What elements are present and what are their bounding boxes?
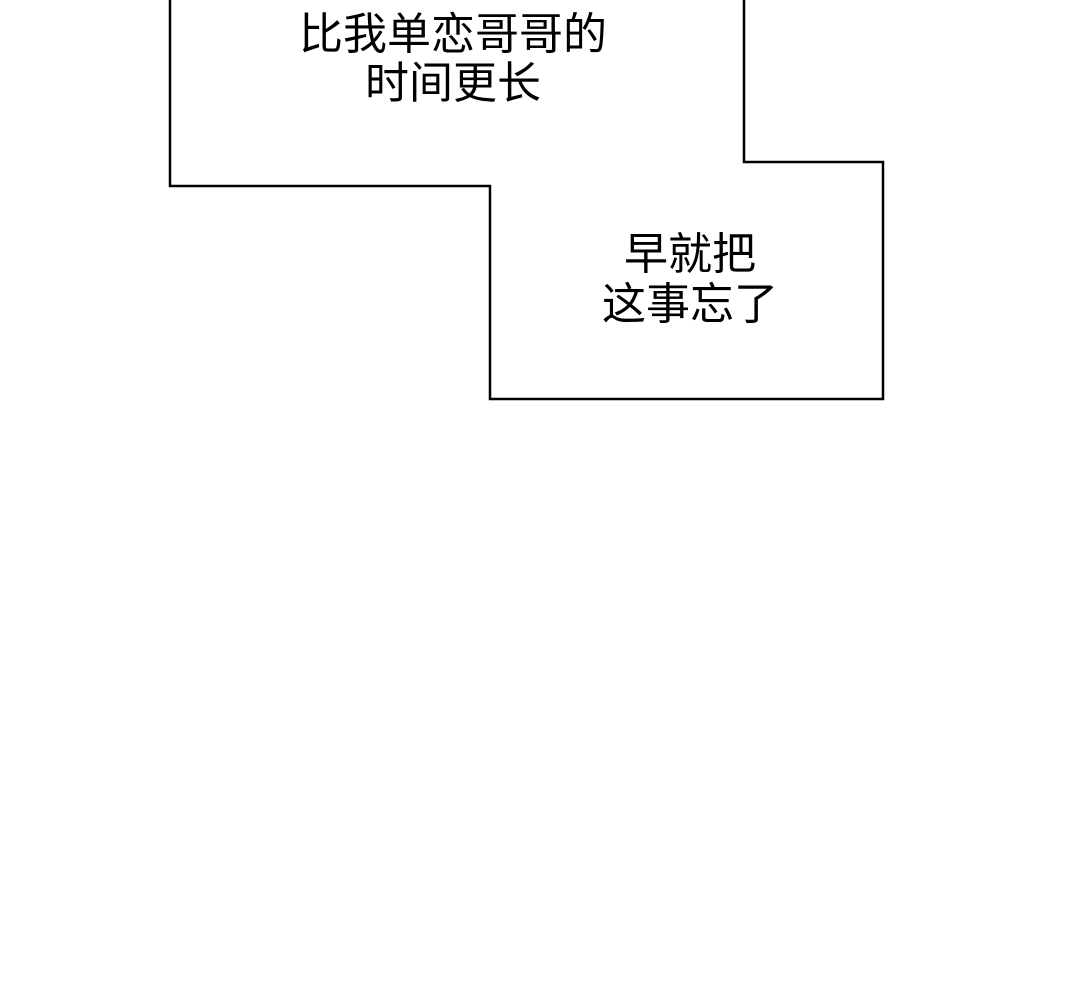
caption-box-1-line-2: 时间更长 [365,58,541,109]
caption-box-2-line-1: 早就把 [624,229,756,280]
caption-box-1-line-1: 比我单恋哥哥的 [299,9,607,60]
caption-box-2-line-2: 这事忘了 [602,279,778,330]
